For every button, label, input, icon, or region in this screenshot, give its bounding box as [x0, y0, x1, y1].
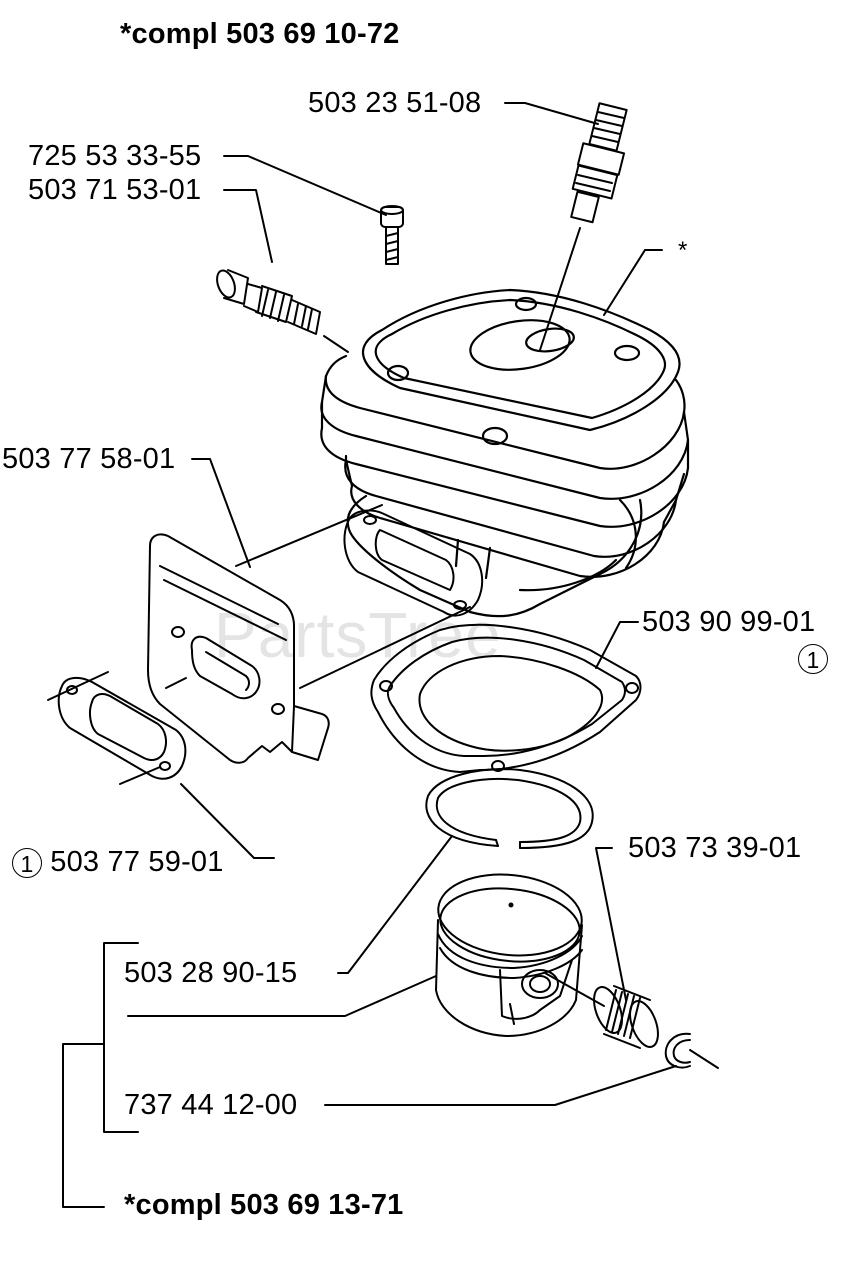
callout-heat-shield: 503 77 58-01 — [2, 443, 176, 475]
callout-base-gasket: 503 90 99-01 — [642, 606, 816, 638]
callout-spark-plug: 503 23 51-08 — [308, 87, 482, 119]
callout-needle-bearing: 503 73 39-01 — [628, 832, 802, 864]
heat-shield — [148, 534, 329, 762]
circled-number-badge: 1 — [798, 644, 828, 675]
spark-plug — [571, 103, 626, 222]
cylinder — [321, 290, 688, 616]
callout-decompression-valve: 503 71 53-01 — [28, 174, 202, 206]
decompression-valve — [214, 268, 320, 334]
kit-brackets — [63, 943, 138, 1207]
screw — [381, 206, 403, 264]
callout-circlip: 737 44 12-00 — [124, 1089, 298, 1121]
needle-bearing — [589, 983, 664, 1050]
leader-lines — [48, 103, 718, 1105]
circlip — [666, 1034, 690, 1068]
kit-label-bottom: *compl 503 69 13-71 — [124, 1189, 404, 1221]
watermark: PartsTree — [214, 599, 502, 671]
base-gasket-marker: 1 — [798, 641, 828, 675]
callout-muffler-gasket-row: 1 503 77 59-01 — [12, 845, 224, 879]
piston — [434, 868, 586, 1036]
circled-number-badge: 1 — [12, 848, 42, 879]
muffler-gasket — [59, 678, 186, 779]
base-gasket — [371, 625, 640, 772]
kit-label-top: *compl 503 69 10-72 — [120, 18, 400, 50]
exhaust-port-flange — [344, 511, 482, 616]
callout-muffler-gasket: 503 77 59-01 — [50, 846, 224, 878]
callout-screw: 725 53 33-55 — [28, 140, 202, 172]
piston-ring — [426, 769, 592, 848]
callout-cylinder-asterisk: * — [678, 237, 688, 264]
callout-piston-ring: 503 28 90-15 — [124, 957, 298, 989]
